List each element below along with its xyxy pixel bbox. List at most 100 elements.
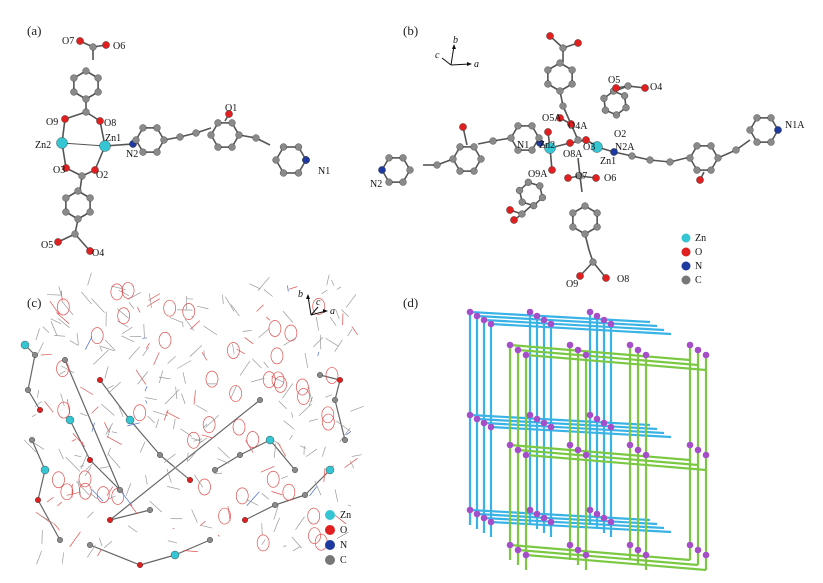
framework-wire	[106, 486, 114, 496]
framework-wire	[137, 306, 141, 313]
framework-wire	[87, 544, 96, 558]
net-node	[694, 546, 702, 554]
carbon-atom	[176, 133, 184, 141]
framework-ring	[321, 406, 335, 424]
bonds-layer	[24, 35, 779, 566]
framework-ring	[117, 307, 131, 325]
framework-wire	[74, 454, 82, 458]
net-node	[642, 451, 650, 459]
net-node	[547, 423, 555, 431]
atom-label-b-O7: O7	[575, 171, 587, 182]
framework-wire	[149, 500, 163, 513]
net-edge	[517, 348, 699, 367]
oxygen-atom	[576, 272, 584, 280]
framework-wire	[31, 414, 37, 418]
net-node	[487, 320, 495, 328]
carbon-atom	[593, 223, 601, 231]
net-node	[506, 341, 514, 349]
framework-wire	[299, 445, 307, 449]
net-edge	[469, 508, 651, 522]
framework-wire	[246, 491, 260, 506]
framework-ring	[268, 320, 282, 337]
carbon-atom	[214, 119, 222, 127]
panel-label-d: (d)	[403, 295, 419, 310]
framework-wire	[271, 375, 285, 384]
framework-wire	[145, 400, 148, 404]
oxygen-atom	[641, 84, 649, 92]
net-node	[533, 415, 541, 423]
bond	[129, 419, 161, 456]
net-node	[526, 308, 534, 316]
framework-wire	[308, 396, 313, 406]
framework-wire	[298, 403, 312, 417]
framework-wire	[167, 540, 178, 544]
framework-wire	[277, 442, 287, 457]
carbon-atom	[767, 114, 775, 122]
framework-wire	[81, 291, 92, 305]
carbon-atom	[612, 111, 621, 119]
framework-wire	[236, 348, 245, 355]
carbon-atom	[568, 66, 576, 74]
carbon-atom	[116, 487, 123, 494]
carbon-atom	[235, 131, 243, 139]
net-node	[506, 441, 514, 449]
bond	[334, 379, 341, 401]
net-edge	[490, 425, 672, 439]
framework-wire	[257, 276, 270, 291]
framework-ring	[232, 418, 246, 436]
framework-wire	[335, 309, 340, 320]
net-node	[634, 446, 642, 454]
framework-wire	[169, 317, 182, 323]
framework-wire	[137, 371, 149, 385]
net-node	[626, 441, 634, 449]
carbon-atom	[257, 397, 264, 404]
framework-wire	[201, 434, 214, 439]
bond	[89, 459, 121, 491]
net-node	[487, 518, 495, 526]
oxygen-atom	[548, 166, 556, 174]
framework-ring	[110, 283, 124, 301]
framework-wire	[158, 370, 164, 384]
net-node	[473, 312, 481, 320]
framework-wire	[129, 503, 138, 514]
net-node	[466, 308, 474, 316]
net-node	[582, 351, 590, 359]
oxygen-atom	[564, 174, 572, 182]
framework-wire	[145, 397, 158, 401]
carbon-atom	[294, 143, 303, 151]
carbon-atom	[559, 44, 567, 52]
framework-wire	[173, 418, 176, 430]
legend-c-n-marker	[325, 540, 335, 550]
zinc-atom	[325, 465, 335, 475]
carbon-atom	[86, 208, 94, 216]
net-node	[547, 518, 555, 526]
framework-wire	[59, 370, 66, 375]
oxygen-atom	[106, 517, 113, 524]
carbon-atom	[29, 437, 36, 444]
framework-wire	[193, 474, 204, 488]
carbon-atom	[528, 146, 536, 154]
bond	[27, 354, 36, 391]
framework-wire	[65, 456, 81, 472]
net-node	[586, 506, 594, 514]
net-node	[702, 351, 710, 359]
framework-wire	[205, 415, 219, 428]
carbon-atom	[302, 492, 309, 499]
framework-ring	[266, 470, 280, 488]
framework-wire	[309, 486, 317, 497]
oxygen-atom	[574, 39, 582, 47]
carbon-atom	[74, 187, 82, 195]
bond	[99, 379, 131, 421]
framework-wire	[81, 441, 84, 444]
atom-label-b-O4: O4	[650, 82, 662, 93]
framework-wire	[87, 511, 94, 519]
atom-label-O2: O2	[96, 170, 108, 181]
oxygen-atom	[91, 166, 99, 174]
framework-ring	[218, 507, 231, 525]
framework-wire	[57, 318, 70, 328]
net-node	[533, 510, 541, 518]
carbon-atom	[449, 155, 457, 163]
zinc-atom	[544, 142, 556, 154]
framework-wire	[35, 328, 40, 341]
framework-wire	[111, 431, 118, 434]
